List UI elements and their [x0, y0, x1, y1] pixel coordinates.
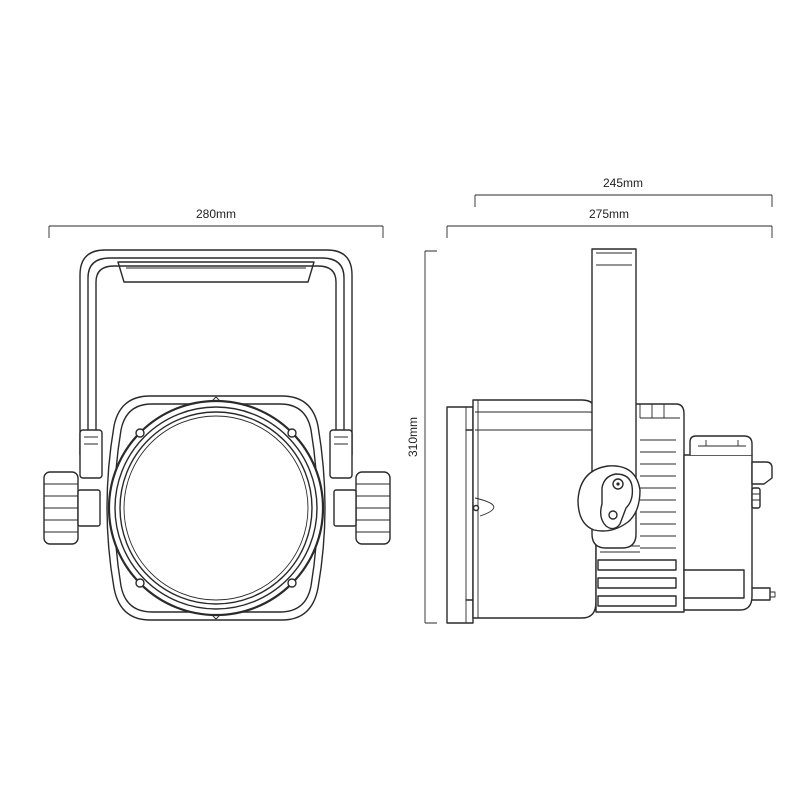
side-depth-short-label: 245mm: [603, 176, 643, 190]
front-view: [43, 249, 391, 621]
dimension-side-depth-full: 275mm: [446, 207, 773, 238]
front-yoke: [79, 249, 353, 479]
height-label: 310mm: [406, 417, 420, 457]
side-body: [472, 399, 597, 619]
front-width-label: 280mm: [196, 207, 236, 221]
side-front-bezel: [446, 406, 474, 624]
side-yoke-knob: [577, 465, 641, 532]
dimension-front-width: 280mm: [48, 207, 384, 238]
side-rear-box: [683, 435, 776, 611]
front-screws: [135, 396, 297, 620]
dimension-height: 310mm: [406, 250, 437, 624]
front-knob-left: [43, 471, 101, 545]
front-knob-right: [333, 471, 391, 545]
dimension-side-depth-short: 245mm: [474, 176, 773, 207]
side-depth-full-label: 275mm: [589, 207, 629, 221]
side-view: [446, 248, 776, 624]
